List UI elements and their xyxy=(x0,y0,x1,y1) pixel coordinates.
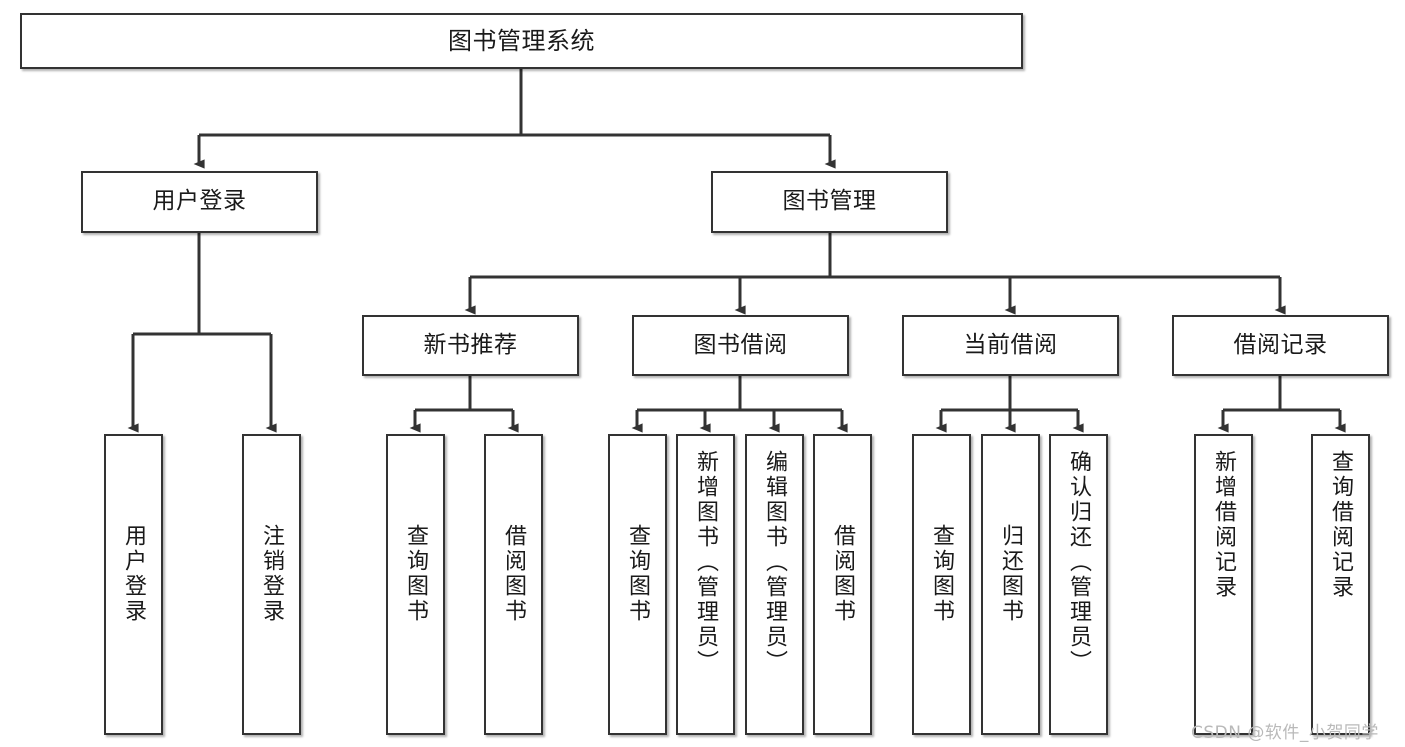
node-label: 借阅记录 xyxy=(1233,331,1328,358)
node-borrow-record[interactable]: 借阅记录 xyxy=(1172,315,1389,376)
leaf-borrow-borrow-book[interactable]: 借阅图书 xyxy=(813,434,872,735)
node-book-borrow[interactable]: 图书借阅 xyxy=(632,315,849,376)
node-label: 查询借阅记录 xyxy=(1328,450,1354,600)
node-label: 当前借阅 xyxy=(963,331,1058,358)
leaf-borrow-edit-book-admin[interactable]: 编辑图书（管理员） xyxy=(745,434,804,735)
node-label: 借阅图书 xyxy=(830,524,856,624)
node-new-book-recommend[interactable]: 新书推荐 xyxy=(362,315,579,376)
node-label: 用户登录 xyxy=(121,524,147,624)
leaf-current-return-book[interactable]: 归还图书 xyxy=(981,434,1040,735)
leaf-user-login-signin[interactable]: 用户登录 xyxy=(104,434,163,735)
leaf-current-confirm-return-admin[interactable]: 确认归还（管理员） xyxy=(1049,434,1108,735)
csdn-watermark: CSDN @软件_小贺同学 xyxy=(1191,723,1379,743)
node-label: 借阅图书 xyxy=(501,524,527,624)
leaf-recommend-borrow-book[interactable]: 借阅图书 xyxy=(484,434,543,735)
node-label: 新书推荐 xyxy=(423,331,518,358)
leaf-borrow-add-book-admin[interactable]: 新增图书（管理员） xyxy=(676,434,735,735)
node-label: 查询图书 xyxy=(625,524,651,624)
leaf-user-login-signout[interactable]: 注销登录 xyxy=(242,434,301,735)
node-label: 归还图书 xyxy=(998,524,1024,624)
node-label: 查询图书 xyxy=(403,524,429,624)
node-user-login[interactable]: 用户登录 xyxy=(81,171,318,233)
node-label: 查询图书 xyxy=(929,524,955,624)
leaf-record-add-record[interactable]: 新增借阅记录 xyxy=(1194,434,1253,735)
node-label: 新增图书（管理员） xyxy=(693,450,719,675)
node-label: 图书管理系统 xyxy=(448,26,595,55)
node-root-system[interactable]: 图书管理系统 xyxy=(20,13,1023,69)
node-label: 确认归还（管理员） xyxy=(1066,450,1092,675)
node-label: 新增借阅记录 xyxy=(1211,450,1237,600)
node-label: 编辑图书（管理员） xyxy=(762,450,788,675)
leaf-current-query-book[interactable]: 查询图书 xyxy=(912,434,971,735)
node-label: 用户登录 xyxy=(152,188,247,215)
leaf-borrow-query-book[interactable]: 查询图书 xyxy=(608,434,667,735)
leaf-record-query-record[interactable]: 查询借阅记录 xyxy=(1311,434,1370,735)
node-label: 注销登录 xyxy=(259,524,285,624)
node-current-borrow[interactable]: 当前借阅 xyxy=(902,315,1119,376)
leaf-recommend-query-book[interactable]: 查询图书 xyxy=(386,434,445,735)
node-book-management[interactable]: 图书管理 xyxy=(711,171,948,233)
node-label: 图书借阅 xyxy=(693,331,788,358)
node-label: 图书管理 xyxy=(782,188,877,215)
